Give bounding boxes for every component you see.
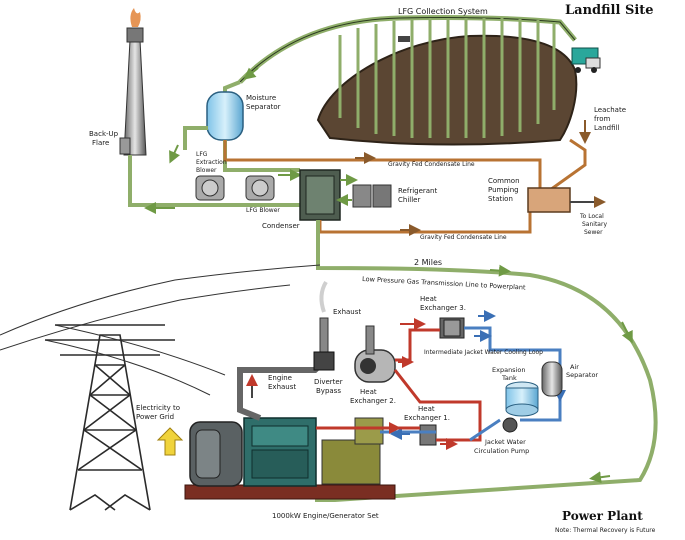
refrigerant-label-2: Chiller [398, 196, 420, 204]
hx1-label-2: Exchanger 1. [404, 414, 450, 422]
exhaust-stack [319, 280, 329, 357]
hx3-label-2: Exchanger 3. [420, 304, 466, 312]
jacket-hot-line [393, 328, 482, 442]
jacket-loop-label: Intermediate Jacket Water Cooling Loop [424, 349, 543, 356]
heat-exchanger-3 [439, 317, 465, 339]
diverter-label-2: Bypass [316, 387, 341, 395]
power-lines [0, 264, 321, 396]
lfg-blower-label: LFG Blower [246, 207, 280, 214]
lfg-extraction-label-3: Blower [196, 167, 217, 174]
to-sewer-label-1: To Local [579, 213, 604, 220]
lfg-collection-label: LFG Collection System [398, 7, 488, 16]
condenser-label: Condenser [262, 222, 300, 230]
common-pump-label-1: Common [488, 177, 520, 185]
hx3-label-1: Heat [420, 295, 437, 303]
to-sewer-label-2: Sanitary [582, 221, 607, 228]
leachate-line [549, 138, 587, 192]
moisture-sep-label-1: Moisture [246, 94, 276, 102]
electricity-label-2: Power Grid [136, 413, 174, 421]
diverter-bypass [313, 351, 335, 371]
heat-exchanger-1 [419, 424, 437, 446]
engine-exhaust-label-2: Exhaust [268, 383, 296, 391]
to-sewer-label-3: Sewer [584, 229, 603, 236]
radiator [321, 417, 384, 485]
gravity-condensate-line-bottom [318, 212, 532, 234]
refrigerant-chiller [336, 174, 392, 208]
condenser [299, 169, 341, 221]
refrigerant-label-1: Refrigerant [398, 187, 437, 195]
jacket-pump-label-1: Jacket Water [484, 438, 526, 446]
hx2-label-1: Heat [360, 388, 377, 396]
generator [189, 421, 243, 487]
common-pump-label-2: Pumping [488, 186, 519, 194]
hx1-label-1: Heat [418, 405, 435, 413]
moisture-sep-label-2: Separator [246, 103, 281, 111]
genset-label: 1000kW Engine/Generator Set [272, 512, 379, 520]
two-miles-label: 2 Miles [414, 258, 442, 267]
lfg-blower [245, 175, 275, 201]
gas-transmission-line [315, 220, 658, 502]
common-pumping-station [527, 187, 571, 213]
jacket-pump-label-2: Circulation Pump [474, 447, 529, 455]
lfg-extraction-label-2: Extraction [196, 159, 227, 166]
genset-skid [184, 484, 396, 500]
gravity-condensate-label-top: Gravity Fed Condensate Line [388, 161, 475, 168]
leachate-label-2: from [594, 115, 610, 123]
backup-flare-label-2: Flare [92, 139, 109, 147]
exhaust-label: Exhaust [333, 308, 361, 316]
transmission-tower [45, 324, 175, 511]
transmission-label: Low Pressure Gas Transmission Line to Po… [362, 275, 526, 292]
diverter-label-1: Diverter [314, 378, 343, 386]
jacket-water-pump [502, 417, 518, 433]
air-separator [541, 361, 563, 397]
common-pump-label-3: Station [488, 195, 513, 203]
gravity-condensate-label-bottom: Gravity Fed Condensate Line [420, 234, 507, 241]
hx2-label-2: Exchanger 2. [350, 397, 396, 405]
air-sep-label-1: Air [570, 363, 579, 371]
expansion-tank [505, 381, 539, 417]
lfg-extraction-blower [195, 175, 225, 201]
backup-flare-label-1: Back-Up [89, 130, 119, 138]
electricity-arrow [156, 427, 184, 456]
thermal-note: Note: Thermal Recovery is Future [555, 527, 656, 534]
backup-flare [119, 8, 147, 156]
leachate-label-3: Landfill [594, 124, 619, 132]
electricity-label-1: Electricity to [136, 404, 180, 412]
landfill-site-title: Landfill Site [565, 3, 654, 18]
expansion-label-1: Expansion [492, 366, 525, 374]
engine-exhaust-label-1: Engine [268, 374, 292, 382]
air-sep-label-2: Separator [566, 371, 598, 379]
lfg-extraction-label-1: LFG [196, 151, 208, 158]
expansion-label-2: Tank [501, 374, 517, 382]
bulldozer-icon [398, 36, 410, 42]
gravity-condensate-line-top [223, 140, 542, 190]
leachate-label-1: Leachate [594, 106, 626, 114]
power-plant-title: Power Plant [562, 509, 643, 523]
garbage-truck-icon [571, 47, 601, 73]
engine [243, 417, 317, 487]
heat-exchanger-2 [354, 325, 396, 383]
lfg-wells [338, 18, 556, 138]
